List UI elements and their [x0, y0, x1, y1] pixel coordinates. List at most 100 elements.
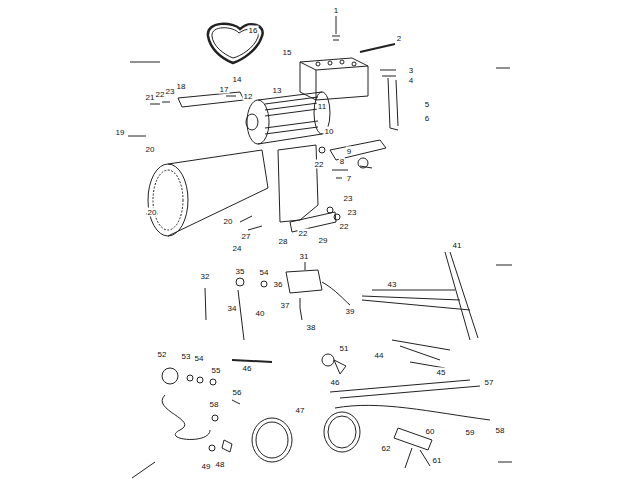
callout-number: 23	[343, 194, 354, 203]
callout-number: 59	[465, 428, 476, 437]
nut	[261, 281, 267, 287]
callout-number: 29	[318, 236, 329, 245]
ammeter	[322, 354, 334, 366]
callout-number: 10	[324, 127, 335, 136]
callout-number: 60	[425, 427, 436, 436]
callout-number: 62	[381, 444, 392, 453]
callout-number: 58	[209, 400, 220, 409]
drive-belt	[208, 24, 263, 63]
callout-number: 37	[280, 301, 291, 310]
callout-number: 7	[346, 174, 352, 183]
cable	[445, 252, 478, 340]
callout-number: 57	[484, 378, 495, 387]
callout-number: 58	[495, 426, 506, 435]
crop-mark	[496, 68, 510, 69]
callout-number: 47	[295, 406, 306, 415]
callout-number: 27	[241, 232, 252, 241]
wire	[322, 282, 350, 305]
headlight	[252, 418, 292, 462]
callout-number: 5	[424, 100, 430, 109]
callout-number: 54	[259, 268, 270, 277]
callout-number: 11	[317, 102, 327, 111]
callout-number: 23	[347, 208, 358, 217]
callout-number: 39	[345, 307, 356, 316]
bracket	[334, 360, 346, 374]
wire-harness	[362, 290, 470, 310]
washer	[327, 207, 333, 213]
nut	[209, 445, 215, 451]
callout-number: 31	[299, 252, 310, 261]
callout-number: 34	[227, 304, 238, 313]
callout-number: 22	[339, 222, 350, 231]
lamp-bulb	[222, 440, 232, 452]
terminal-bolt	[332, 16, 340, 40]
wire	[300, 262, 305, 320]
callout-number: 32	[200, 272, 211, 281]
callout-number: 20	[145, 145, 156, 154]
shroud	[148, 150, 268, 236]
crop-mark	[132, 462, 155, 478]
callout-number: 23	[165, 87, 176, 96]
callout-number: 49	[201, 462, 212, 471]
callout-number: 12	[243, 92, 254, 101]
wire	[232, 360, 272, 362]
callout-number: 53	[181, 352, 192, 361]
washer	[334, 214, 340, 220]
callout-number: 19	[115, 128, 126, 137]
battery-strap	[360, 44, 395, 52]
adjusting-bracket	[178, 92, 244, 107]
callout-number: 18	[176, 82, 187, 91]
callout-number: 36	[273, 280, 284, 289]
callout-number: 6	[424, 114, 430, 123]
callout-number: 61	[432, 456, 443, 465]
nut	[187, 375, 193, 381]
callout-number: 14	[232, 75, 243, 84]
callout-number: 20	[147, 208, 158, 217]
washer	[210, 379, 216, 385]
crop-mark	[496, 265, 512, 266]
callout-number: 40	[255, 309, 266, 318]
callout-number: 38	[306, 323, 317, 332]
callout-number: 8	[339, 157, 345, 166]
callout-number: 3	[408, 66, 414, 75]
mounting-bracket	[278, 145, 318, 222]
callout-number: 48	[215, 460, 226, 469]
cable	[330, 380, 480, 398]
callout-number: 4	[408, 76, 414, 85]
callout-number: 54	[194, 354, 205, 363]
lamp-socket	[162, 368, 178, 384]
headlight	[324, 412, 360, 452]
wire	[162, 395, 210, 439]
callout-number: 13	[272, 86, 283, 95]
hold-down-rod	[380, 70, 398, 130]
callout-number: 22	[298, 229, 309, 238]
hardware	[128, 96, 236, 136]
callout-number: 35	[235, 267, 246, 276]
bolt	[232, 400, 240, 404]
regulator	[286, 270, 322, 293]
grommet	[212, 415, 218, 421]
washer	[319, 147, 325, 153]
callout-number: 15	[282, 48, 293, 57]
callout-number: 16	[248, 26, 259, 35]
wire	[392, 340, 450, 368]
callout-number: 17	[219, 85, 230, 94]
key	[405, 448, 430, 468]
callout-number: 52	[157, 350, 168, 359]
callout-number: 24	[232, 244, 243, 253]
callout-number: 2	[396, 34, 402, 43]
callout-number: 28	[278, 237, 289, 246]
callout-number: 20	[223, 217, 234, 226]
callout-number: 41	[452, 241, 463, 250]
callout-number: 46	[242, 364, 253, 373]
callout-number: 55	[211, 366, 222, 375]
crop-mark	[498, 462, 512, 463]
callout-number: 51	[339, 344, 350, 353]
washer	[197, 377, 203, 383]
callout-number: 46	[330, 378, 341, 387]
crop-mark	[130, 62, 160, 63]
bolt	[146, 214, 262, 230]
headlight	[256, 422, 288, 458]
cable	[335, 405, 490, 420]
